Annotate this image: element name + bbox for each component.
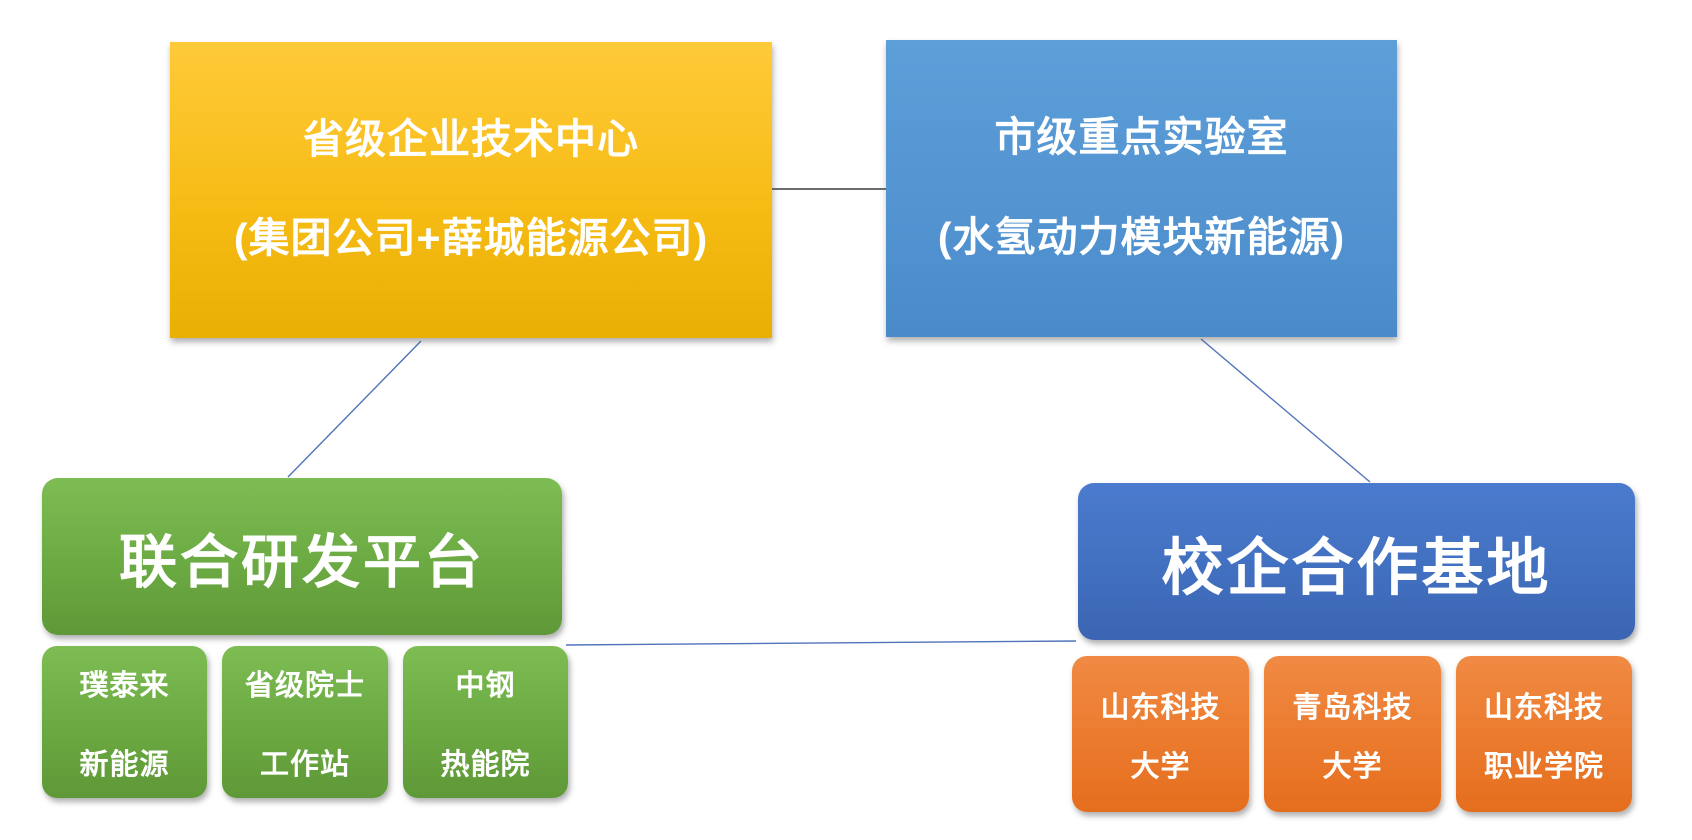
coop-member-sd-vocational-line1: 山东科技 (1483, 691, 1604, 724)
rd-member-academician-line2: 工作站 (259, 748, 350, 781)
node-rd-member-academician-station: 省级院士 工作站 (222, 646, 388, 798)
school-enterprise-base-title: 校企合作基地 (1161, 533, 1552, 603)
coop-member-qust-line1: 青岛科技 (1292, 691, 1413, 724)
rd-member-sinosteel-line1: 中钢 (455, 669, 516, 702)
node-rd-member-sinosteel: 中钢 热能院 (403, 646, 568, 798)
city-key-lab-title: 市级重点实验室 (994, 113, 1289, 160)
rd-member-putailai-line2: 新能源 (79, 748, 170, 781)
node-coop-member-sdust: 山东科技 大学 (1072, 656, 1249, 812)
node-rd-member-putailai: 璞泰来 新能源 (42, 646, 207, 798)
coop-member-sd-vocational-line2: 职业学院 (1483, 750, 1604, 783)
coop-member-sdust-line1: 山东科技 (1100, 691, 1221, 724)
rd-member-academician-line1: 省级院士 (244, 669, 365, 702)
rd-member-putailai-line1: 璞泰来 (79, 669, 170, 702)
node-school-enterprise-base: 校企合作基地 (1078, 483, 1635, 640)
coop-member-qust-line2: 大学 (1322, 750, 1383, 783)
node-coop-member-qust: 青岛科技 大学 (1264, 656, 1441, 812)
connector-keylab-coopbase (1200, 338, 1371, 483)
provincial-tech-center-subtitle: (集团公司+薛城能源公司) (233, 214, 709, 261)
node-provincial-tech-center: 省级企业技术中心 (集团公司+薛城能源公司) (170, 42, 772, 338)
provincial-tech-center-title: 省级企业技术中心 (303, 115, 639, 162)
city-key-lab-subtitle: (水氢动力模块新能源) (937, 213, 1346, 260)
connector-techcenter-rdplatform (287, 340, 422, 478)
connector-rdplatform-coopbase (565, 640, 1077, 646)
rd-member-sinosteel-line2: 热能院 (440, 748, 531, 781)
coop-member-sdust-line2: 大学 (1130, 750, 1191, 783)
node-joint-rd-platform: 联合研发平台 (42, 478, 562, 635)
joint-rd-platform-title: 联合研发平台 (118, 529, 485, 595)
node-city-key-lab: 市级重点实验室 (水氢动力模块新能源) (886, 40, 1397, 337)
node-coop-member-sd-vocational: 山东科技 职业学院 (1456, 656, 1632, 812)
